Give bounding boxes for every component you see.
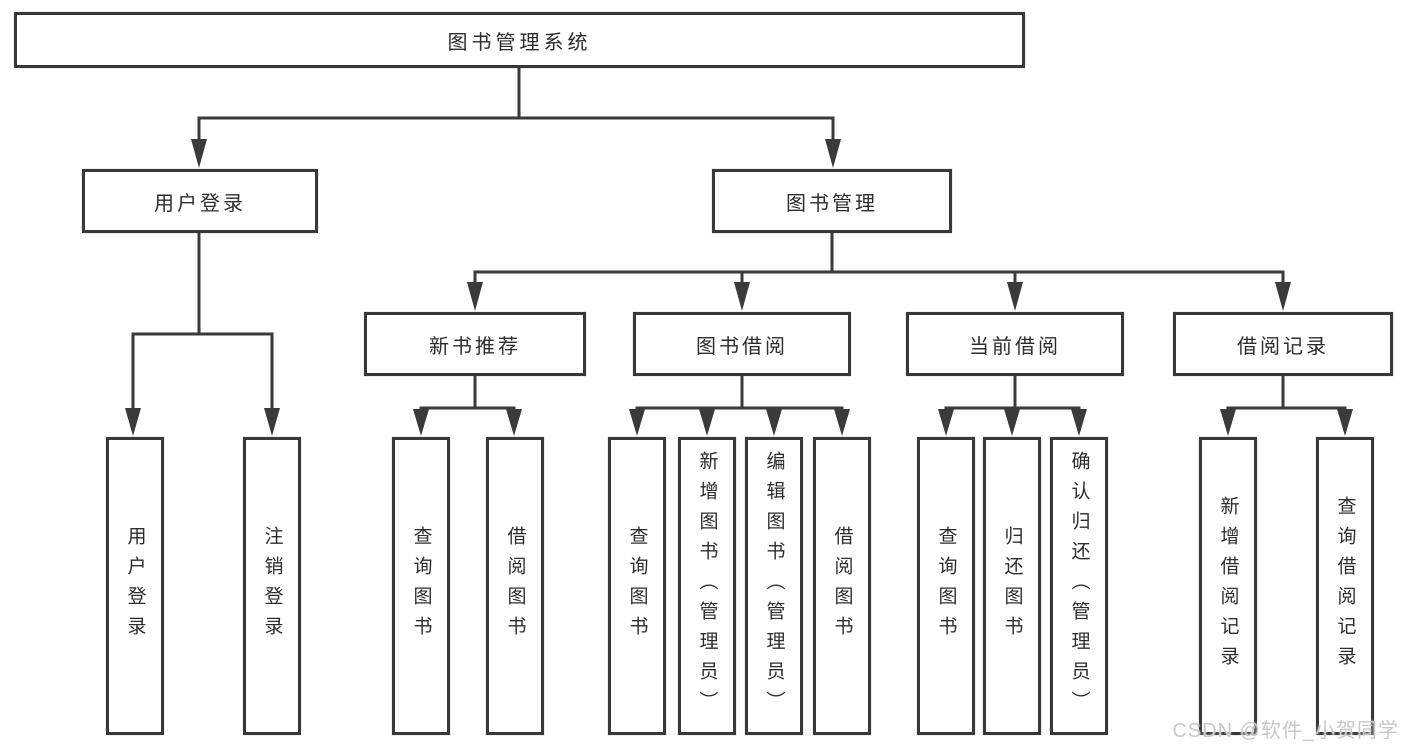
leaf-query-borrow-record: 查询借阅记录 [1316,437,1374,735]
node-current-borrowing-label: 当前借阅 [969,335,1061,358]
node-borrowing-records-label: 借阅记录 [1237,335,1329,358]
leaf-query-books-2-label: 查询图书 [626,526,648,646]
leaf-return-books: 归还图书 [983,437,1041,735]
node-borrowing-records: 借阅记录 [1173,312,1393,376]
leaf-borrow-books-1-label: 借阅图书 [504,526,526,646]
leaf-query-books-3-label: 查询图书 [935,526,957,646]
connector-lines [131,68,1347,412]
leaf-query-books-1: 查询图书 [392,437,450,735]
node-book-borrowing: 图书借阅 [633,312,851,376]
leaf-add-books-admin-label: 新增图书（管理员） [696,451,718,721]
leaf-edit-books-admin-label: 编辑图书（管理员） [763,451,785,721]
leaf-add-books-admin: 新增图书（管理员） [678,437,736,735]
node-root: 图书管理系统 [14,12,1025,68]
leaf-add-borrow-record-label: 新增借阅记录 [1217,496,1239,676]
leaf-query-borrow-record-label: 查询借阅记录 [1334,496,1356,676]
node-user-login: 用户登录 [82,169,318,233]
leaf-edit-books-admin: 编辑图书（管理员） [745,437,803,735]
leaf-borrow-books-1: 借阅图书 [486,437,544,735]
node-new-book-recommend-label: 新书推荐 [429,335,521,358]
node-book-borrowing-label: 图书借阅 [696,335,788,358]
leaf-add-borrow-record: 新增借阅记录 [1199,437,1257,735]
leaf-borrow-books-2: 借阅图书 [813,437,871,735]
connector-arrowheads [125,139,1353,436]
leaf-user-login: 用户登录 [106,437,164,735]
node-current-borrowing: 当前借阅 [906,312,1124,376]
node-new-book-recommend: 新书推荐 [364,312,586,376]
node-user-login-label: 用户登录 [154,192,246,215]
leaf-query-books-2: 查询图书 [608,437,666,735]
leaf-query-books-3: 查询图书 [917,437,975,735]
leaf-logout: 注销登录 [243,437,301,735]
leaf-confirm-return-admin: 确认归还（管理员） [1050,437,1108,735]
node-root-label: 图书管理系统 [447,31,592,54]
node-book-management-label: 图书管理 [786,192,878,215]
node-book-management: 图书管理 [712,169,952,233]
leaf-confirm-return-admin-label: 确认归还（管理员） [1068,451,1090,721]
leaf-return-books-label: 归还图书 [1001,526,1023,646]
leaf-query-books-1-label: 查询图书 [410,526,432,646]
leaf-borrow-books-2-label: 借阅图书 [831,526,853,646]
leaf-logout-label: 注销登录 [261,526,283,646]
leaf-user-login-label: 用户登录 [124,526,146,646]
